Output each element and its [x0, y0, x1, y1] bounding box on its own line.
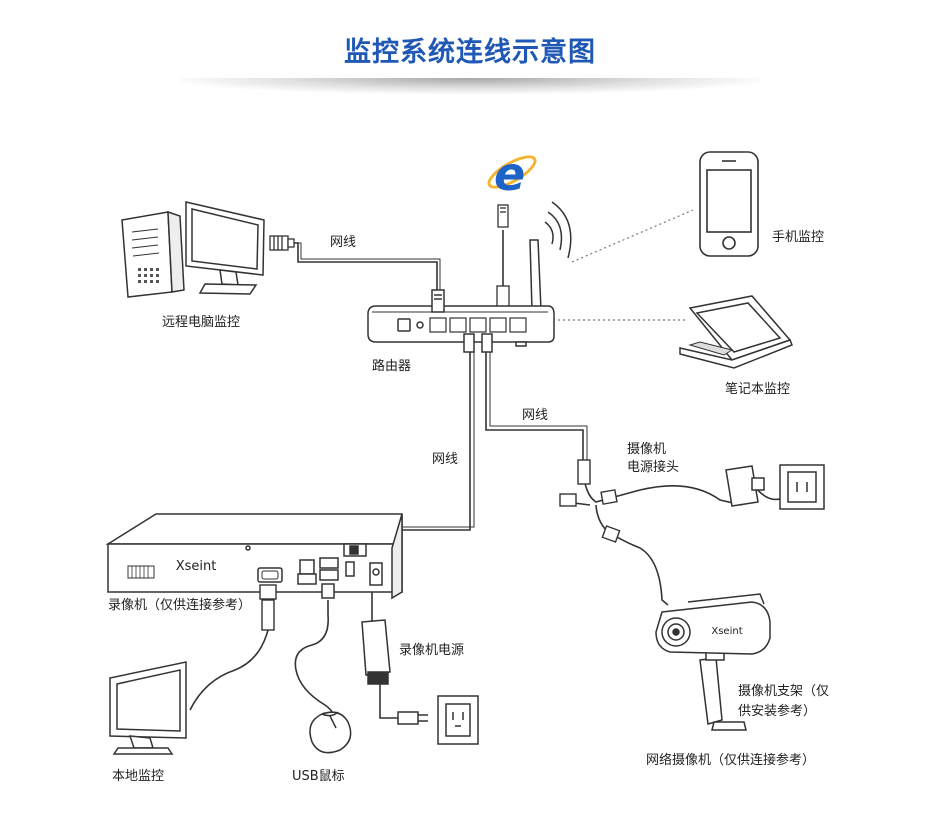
cable-nvr-mouse	[294, 600, 337, 723]
label-cable-top: 网线	[330, 235, 357, 250]
usb-mouse	[309, 711, 352, 754]
cable-pc-router	[292, 242, 438, 292]
camera-pigtail	[559, 459, 621, 543]
svg-text:e: e	[494, 147, 525, 201]
label-bracket-1: 摄像机支架（仅	[738, 684, 830, 699]
smartphone	[699, 151, 759, 257]
nvr-power-adapter	[361, 619, 391, 685]
local-monitor	[109, 661, 187, 755]
vga-plug	[259, 584, 277, 631]
label-laptop: 笔记本监控	[725, 382, 791, 397]
cable-router-camera	[485, 345, 584, 465]
rj45-plug-internet	[496, 204, 510, 309]
ie-icon: e	[487, 147, 537, 201]
label-local-monitor: 本地监控	[112, 769, 165, 784]
cable-nvr-monitor	[189, 595, 269, 711]
ip-camera	[655, 593, 771, 731]
nvr-brand: Xseint	[176, 559, 217, 574]
label-nvr-power: 录像机电源	[399, 643, 465, 658]
label-camera-power-2: 电源接头	[627, 460, 680, 475]
nvr	[105, 513, 403, 600]
label-usb-mouse: USB鼠标	[292, 769, 345, 784]
label-router: 路由器	[372, 359, 412, 374]
label-ip-camera: 网络摄像机（仅供连接参考）	[646, 753, 816, 768]
label-remote-pc: 远程电脑监控	[162, 315, 241, 330]
laptop	[679, 295, 793, 369]
rj45-plug-pc	[269, 235, 295, 251]
camera-brand: Xseint	[711, 626, 742, 637]
camera-power-adapter	[725, 465, 765, 507]
title-shadow	[180, 78, 760, 94]
wall-outlet-camera	[779, 464, 825, 510]
label-nvr: 录像机（仅供连接参考）	[108, 598, 252, 613]
label-camera-power-1: 摄像机	[627, 442, 667, 457]
remote-pc	[121, 201, 265, 298]
page-title: 监控系统连线示意图	[344, 37, 596, 68]
label-cable-left: 网线	[432, 452, 459, 467]
label-cable-right: 网线	[522, 408, 549, 423]
wall-outlet-nvr	[397, 695, 479, 745]
label-bracket-2: 供安装参考）	[738, 704, 817, 719]
wireless-link-phone	[571, 209, 694, 263]
wifi-signal-icon	[544, 201, 572, 259]
label-phone: 手机监控	[772, 230, 825, 245]
router	[367, 239, 555, 353]
